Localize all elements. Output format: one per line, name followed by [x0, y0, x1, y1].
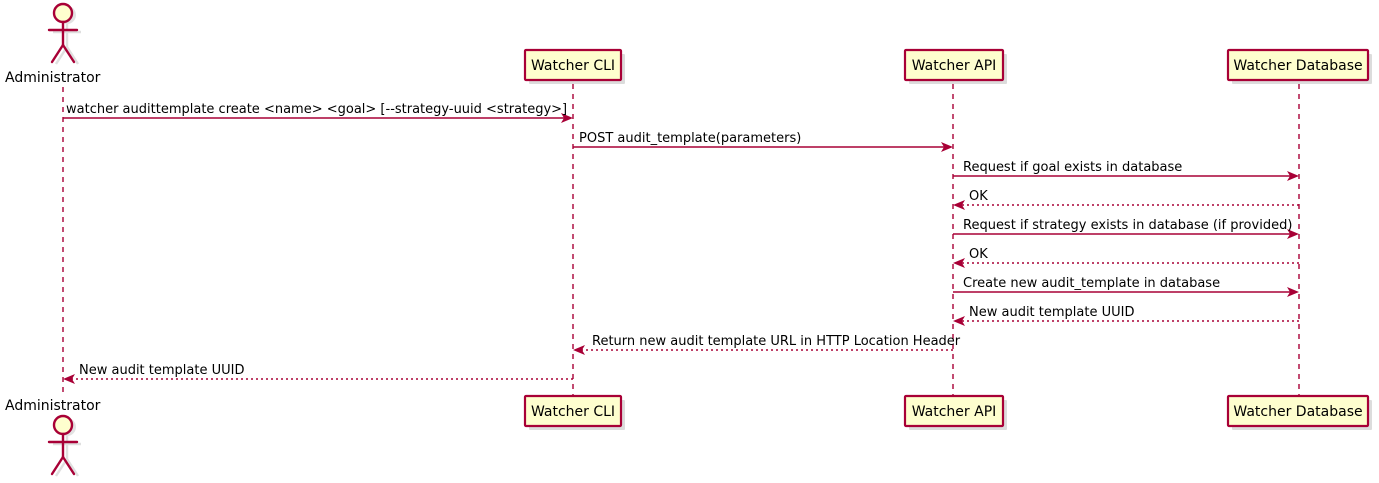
message-7-arrowhead: [1287, 287, 1299, 297]
participant-label-watcher-api-top: Watcher API: [912, 58, 997, 74]
message-9-arrowhead: [573, 345, 585, 355]
participant-label-watcher-cli-bottom: Watcher CLI: [531, 404, 615, 420]
message-3-request-goal-exists[interactable]: Request if goal exists in database: [953, 160, 1299, 181]
participant-label-watcher-database-bottom: Watcher Database: [1233, 404, 1362, 420]
message-2-label: POST audit_template(parameters): [579, 131, 801, 146]
message-9-label: Return new audit template URL in HTTP Lo…: [592, 334, 961, 349]
actor-label-administrator-top: Administrator: [5, 70, 101, 86]
message-1-watcher-audittemplate-create[interactable]: watcher audittemplate create <name> <goa…: [63, 102, 573, 123]
message-8-new-audit-template-uuid-db[interactable]: New audit template UUID: [953, 305, 1299, 326]
message-6-ok-strategy[interactable]: OK: [953, 247, 1299, 268]
participant-label-watcher-database-top: Watcher Database: [1233, 58, 1362, 74]
participant-label-watcher-cli-top: Watcher CLI: [531, 58, 615, 74]
message-6-arrowhead: [953, 258, 965, 268]
message-7-label: Create new audit_template in database: [963, 276, 1220, 291]
message-1-arrowhead: [561, 113, 573, 123]
message-8-label: New audit template UUID: [969, 305, 1134, 320]
actor-administrator-top[interactable]: Administrator: [5, 2, 101, 86]
participant-label-watcher-api-bottom: Watcher API: [912, 404, 997, 420]
message-3-label: Request if goal exists in database: [963, 160, 1182, 175]
message-10-label: New audit template UUID: [79, 363, 244, 378]
message-8-arrowhead: [953, 316, 965, 326]
message-9-return-location-header[interactable]: Return new audit template URL in HTTP Lo…: [573, 334, 961, 355]
message-10-arrowhead: [63, 374, 75, 384]
lifelines-group: [62, 84, 1300, 396]
participant-box-watcher-database-top[interactable]: Watcher Database: [1226, 48, 1372, 84]
message-1-label: watcher audittemplate create <name> <goa…: [66, 102, 567, 117]
participant-box-watcher-database-bottom[interactable]: Watcher Database: [1226, 394, 1372, 430]
actor-label-administrator-bottom: Administrator: [5, 398, 101, 414]
actor-icon-top: [47, 2, 79, 64]
message-4-label: OK: [969, 189, 988, 204]
message-4-arrowhead: [953, 200, 965, 210]
message-2-post-audit-template[interactable]: POST audit_template(parameters): [573, 131, 953, 152]
participant-box-watcher-cli-bottom[interactable]: Watcher CLI: [523, 394, 625, 430]
participant-box-watcher-api-top[interactable]: Watcher API: [903, 48, 1007, 84]
message-5-arrowhead: [1287, 229, 1299, 239]
participant-box-watcher-cli-top[interactable]: Watcher CLI: [523, 48, 625, 84]
message-6-label: OK: [969, 247, 988, 262]
message-10-new-audit-template-uuid-cli[interactable]: New audit template UUID: [63, 363, 573, 384]
actor-administrator-bottom[interactable]: Administrator: [5, 398, 101, 477]
message-3-arrowhead: [1287, 171, 1299, 181]
actor-icon-bottom: [47, 414, 79, 476]
message-7-create-new-audit-template[interactable]: Create new audit_template in database: [953, 276, 1299, 297]
participant-box-watcher-api-bottom[interactable]: Watcher API: [903, 394, 1007, 430]
message-4-ok-goal[interactable]: OK: [953, 189, 1299, 210]
message-5-label: Request if strategy exists in database (…: [963, 218, 1292, 233]
message-2-arrowhead: [941, 142, 953, 152]
message-5-request-strategy-exists[interactable]: Request if strategy exists in database (…: [953, 218, 1299, 239]
